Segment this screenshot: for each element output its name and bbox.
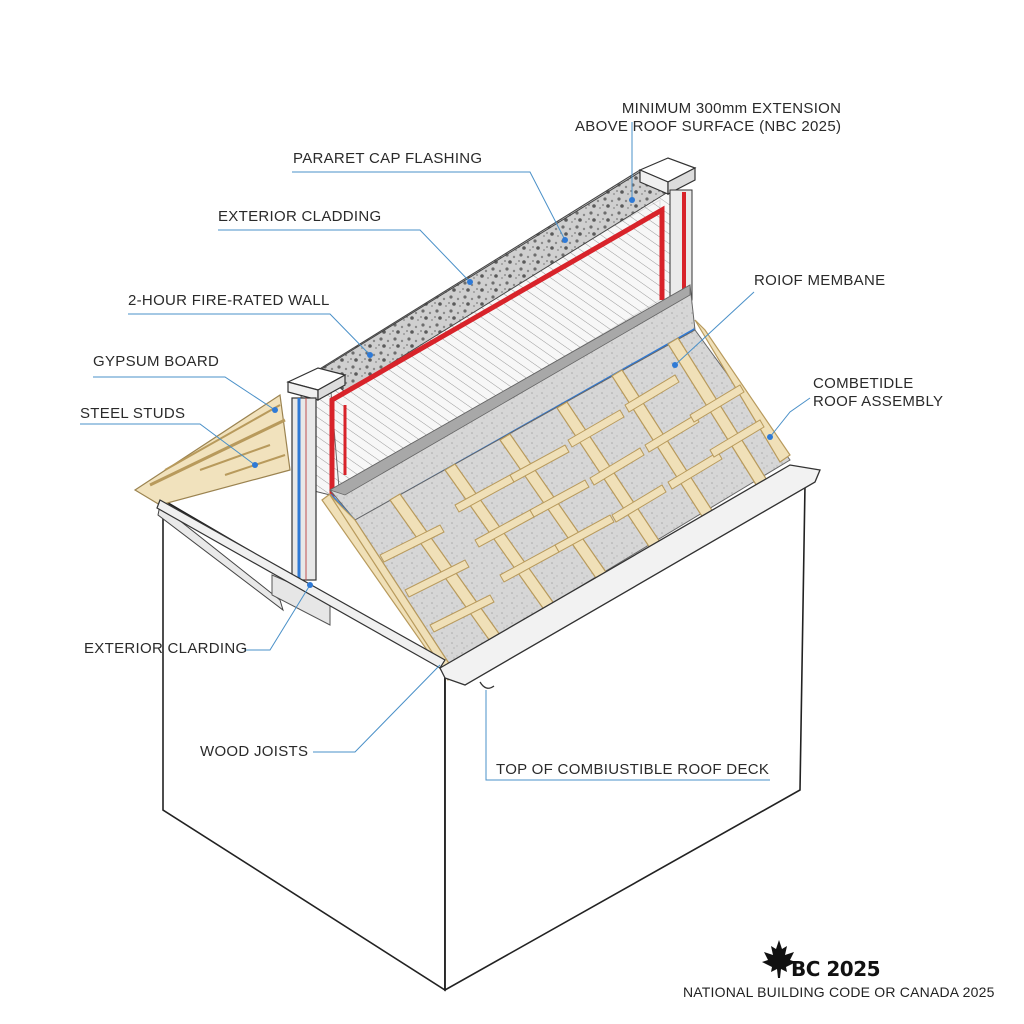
label-combustible-line1: COMBETIDLE — [813, 375, 914, 392]
label-fire-wall: 2-HOUR FIRE-RATED WALL — [128, 292, 330, 309]
label-gypsum-board: GYPSUM BOARD — [93, 353, 220, 370]
label-min-extension: MINIMUM 300mm EXTENSION ABOVE ROOF SURFA… — [575, 100, 841, 136]
label-min-extension-line1: MINIMUM 300mm EXTENSION — [621, 100, 842, 117]
label-wood-joists: WOOD JOISTS — [200, 743, 309, 760]
label-combustible-line2: ROOF ASSEMBLY — [813, 393, 944, 410]
maple-leaf-icon — [762, 940, 796, 978]
combustible-roof-assembly — [321, 319, 791, 681]
footer-code-label: BC 2025 — [791, 957, 881, 981]
label-parapet-cap: PARARET CAP FLASHING — [293, 150, 483, 167]
label-steel-studs: STEEL STUDS — [80, 405, 186, 422]
label-min-extension-line2: ABOVE ROOF SURFACE (NBC 2025) — [575, 118, 842, 135]
label-exterior-cladding-bottom: EXTERIOR CLARDING — [84, 640, 248, 657]
parapet-posts — [286, 157, 697, 581]
eave-gutter — [156, 464, 821, 689]
label-exterior-cladding-top: EXTERIOR CLADDING — [218, 208, 382, 225]
label-roof-membrane: ROIOF MEMBANE — [754, 272, 886, 289]
leader-dots — [252, 197, 773, 588]
label-combustible-assembly: COMBETIDLE ROOF ASSEMBLY — [813, 375, 943, 411]
footer-code-text: NATIONAL BUILDING CODE OR CANADA 2025 — [683, 984, 995, 1000]
label-roof-deck: TOP OF COMBIUSTIBLE ROOF DECK — [496, 761, 770, 778]
leader-lines — [80, 122, 811, 781]
